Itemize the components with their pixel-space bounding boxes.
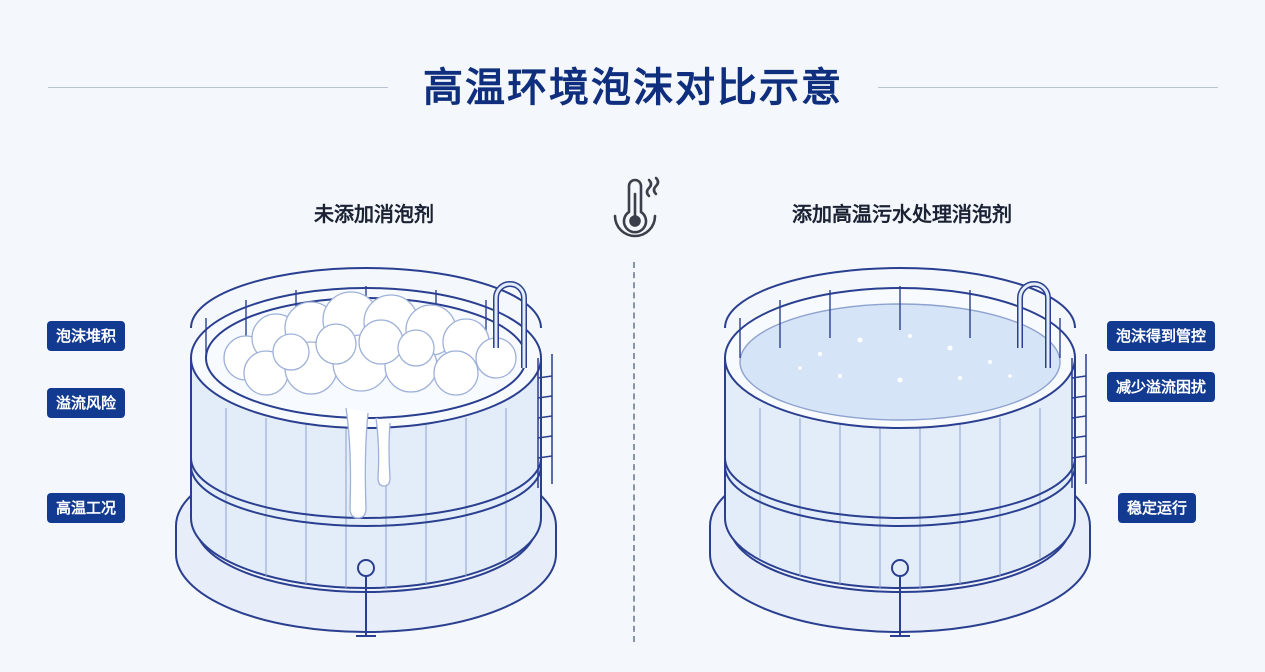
tank-with-defoamer (709, 267, 1091, 637)
tag-foam-controlled: 泡沫得到管控 (1107, 321, 1216, 351)
tag-high-temp-condition: 高温工况 (47, 493, 126, 523)
tag-less-overflow: 减少溢流困扰 (1107, 372, 1216, 402)
tank-without-defoamer (175, 267, 557, 637)
tag-foam-accumulation: 泡沫堆积 (47, 321, 126, 351)
left-panel-title: 未添加消泡剂 (314, 202, 434, 226)
tag-overflow-risk: 溢流风险 (47, 388, 126, 418)
center-divider (633, 262, 635, 642)
thermometer-heat-icon (613, 176, 660, 238)
title-rule-left (48, 87, 388, 88)
title-rule-right (878, 87, 1218, 88)
tag-stable-operation: 稳定运行 (1118, 493, 1197, 523)
title-row: 高温环境泡沫对比示意 (0, 56, 1265, 120)
page-title: 高温环境泡沫对比示意 (423, 65, 843, 111)
right-panel-title: 添加高温污水处理消泡剂 (792, 202, 1012, 226)
